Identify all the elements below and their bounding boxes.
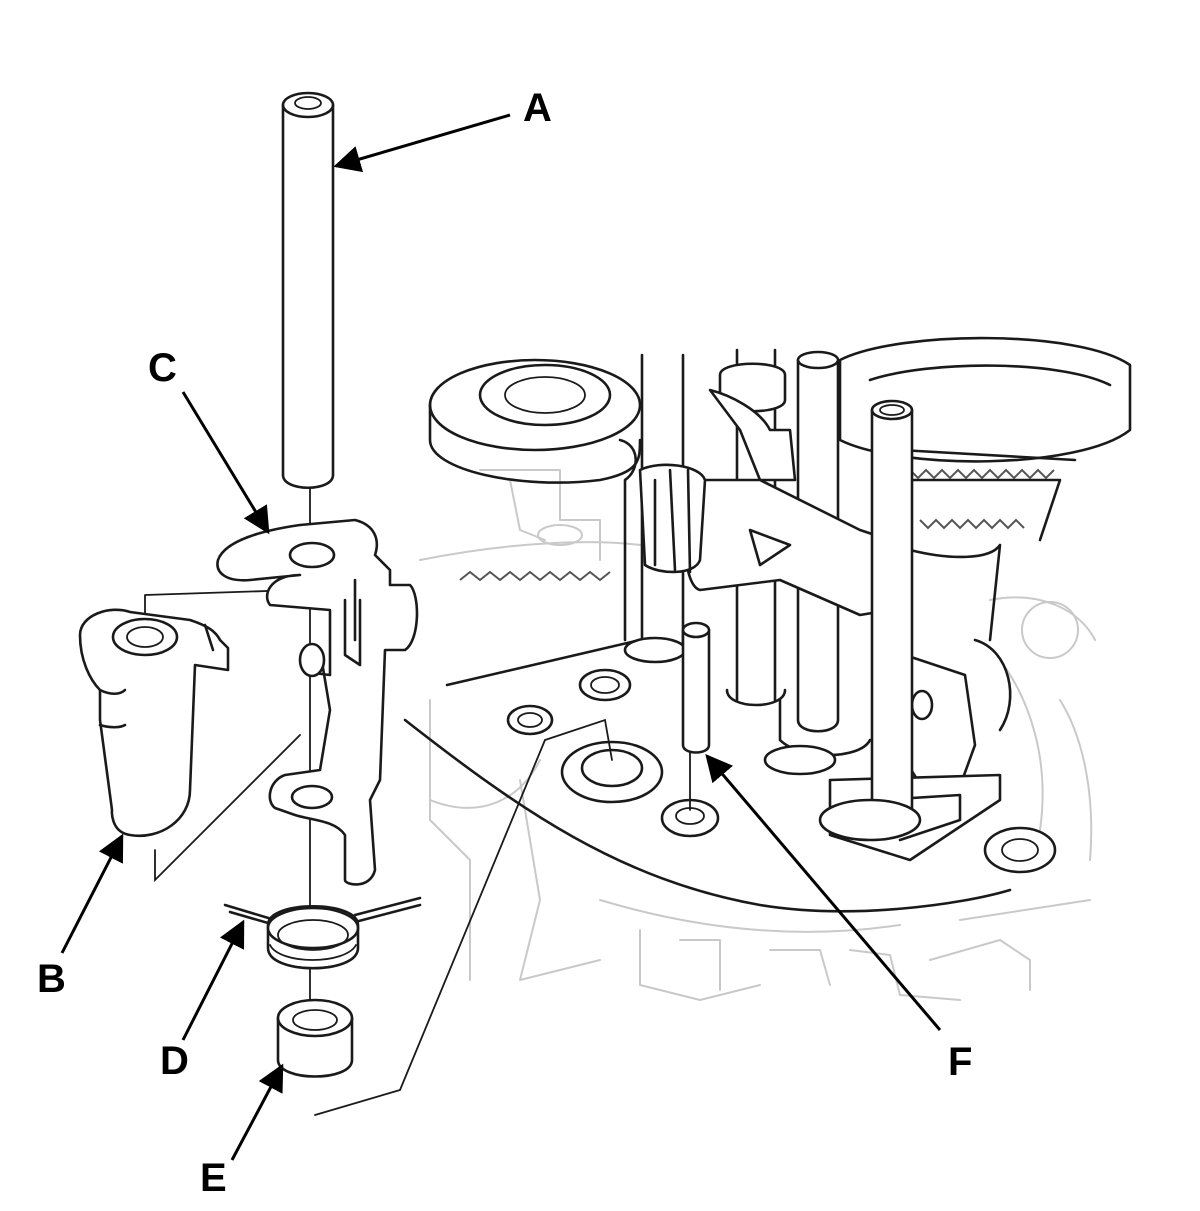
part-b-holder	[78, 608, 230, 838]
part-e-collar	[276, 998, 354, 1078]
leader-lines	[60, 113, 942, 1161]
callout-a: A	[523, 86, 552, 130]
shaft-pin-right	[818, 399, 922, 842]
callout-d: D	[160, 1039, 189, 1083]
callout-f: F	[948, 1040, 972, 1084]
callout-labels: A C B D E F	[37, 86, 972, 1200]
part-d-spring	[223, 896, 422, 970]
part-f-dowel-pin	[681, 621, 711, 754]
leader-e	[230, 1063, 284, 1161]
transmission-housing-background	[419, 469, 1096, 1001]
housing-outline	[403, 638, 1012, 913]
leader-f	[705, 753, 942, 1031]
leader-b	[60, 833, 124, 954]
leader-d	[181, 919, 245, 1041]
leader-c	[181, 391, 270, 535]
callout-b: B	[37, 957, 66, 1001]
callout-c: C	[148, 346, 177, 390]
callout-e: E	[200, 1156, 227, 1200]
leader-a	[333, 113, 511, 173]
part-a-shaft	[281, 91, 335, 490]
part-c-bracket	[216, 518, 419, 886]
housing-bosses	[506, 668, 1057, 874]
